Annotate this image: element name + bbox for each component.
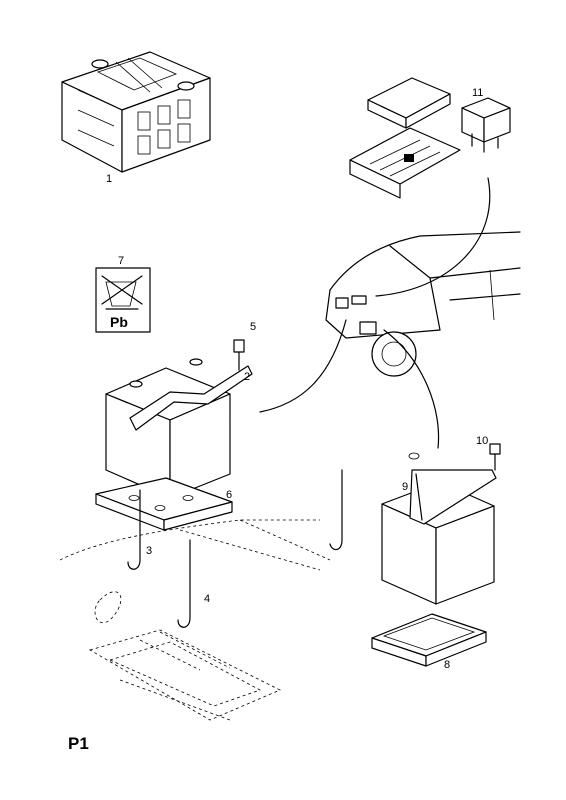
rod-4 <box>177 539 191 628</box>
relay <box>461 97 511 153</box>
callout-4: 4 <box>204 593 211 605</box>
callout-1: 1 <box>106 173 113 185</box>
callout-11: 11 <box>472 87 484 99</box>
callout-2: 2 <box>244 371 251 383</box>
fuse-box-assembly <box>349 77 461 199</box>
battery-tray <box>95 477 233 531</box>
battery-secondary <box>381 443 501 605</box>
callout-8: 8 <box>444 659 451 671</box>
rod-loose <box>329 469 343 551</box>
battery-detailed <box>61 51 211 173</box>
floor-pan <box>59 519 331 721</box>
rod-3 <box>127 489 141 570</box>
battery-leader-line <box>259 319 347 413</box>
callout-7: 7 <box>118 255 125 267</box>
page-code: P1 <box>68 734 89 753</box>
callout-10: 10 <box>476 435 489 447</box>
recycling-label <box>95 267 151 333</box>
relay-leader-line <box>375 177 491 297</box>
callout-9: 9 <box>402 481 409 493</box>
callout-6: 6 <box>226 489 233 501</box>
car-front <box>325 231 521 377</box>
callout-5: 5 <box>250 321 257 333</box>
callout-3: 3 <box>146 545 153 557</box>
battery-tray-secondary <box>371 613 487 667</box>
secondary-leader-line <box>383 329 440 449</box>
recycling-pb-text: Pb <box>110 314 128 330</box>
battery-main <box>105 339 253 499</box>
